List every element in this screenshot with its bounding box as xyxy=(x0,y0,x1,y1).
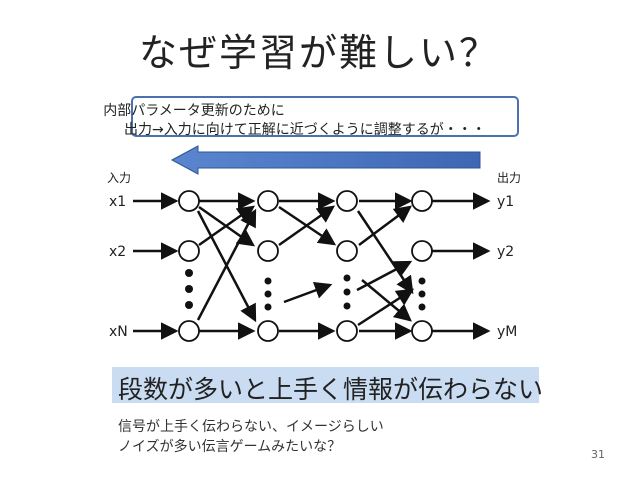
layer-4-ellipsis xyxy=(418,277,426,311)
backprop-arrow xyxy=(170,145,481,175)
input-label-2: x2 xyxy=(109,244,126,260)
callout-box xyxy=(131,96,519,137)
input-label-1: x1 xyxy=(109,194,126,210)
layer-4-nodes xyxy=(411,190,433,342)
output-side-label: 出力 xyxy=(497,171,521,185)
output-label-1: y1 xyxy=(497,194,514,210)
layer-1-ellipsis xyxy=(185,269,193,309)
layer-1-nodes xyxy=(178,190,200,342)
layer-2-nodes xyxy=(257,190,279,342)
highlight-band xyxy=(112,367,539,403)
layer-2-ellipsis xyxy=(264,277,272,311)
output-label-2: y2 xyxy=(497,244,514,260)
page-number: 31 xyxy=(591,448,605,461)
connections-layer-3-4 xyxy=(356,192,415,340)
footnote-line-2: ノイズが多い伝言ゲームみたいな？ xyxy=(118,439,342,455)
output-label-m: yM xyxy=(497,324,517,340)
callout-line-1: 内部パラメータ更新のために xyxy=(103,103,285,119)
layer-3-ellipsis xyxy=(343,274,351,310)
layer-3-nodes xyxy=(336,190,358,342)
highlight-text: 段数が多いと上手く情報が伝わらない xyxy=(118,375,544,404)
slide-title: なぜ学習が難しい？ xyxy=(138,31,499,75)
footnote-line-1: 信号が上手く伝わらない、イメージらしい xyxy=(118,419,384,435)
input-side-label: 入力 xyxy=(107,171,131,185)
connections-layer-1-2 xyxy=(196,192,257,340)
connections-layer-2-3 xyxy=(278,192,337,340)
input-label-n: xN xyxy=(109,324,128,340)
callout-line-2: 出力→入力に向けて正解に近づくように調整するが・・・ xyxy=(124,122,486,138)
